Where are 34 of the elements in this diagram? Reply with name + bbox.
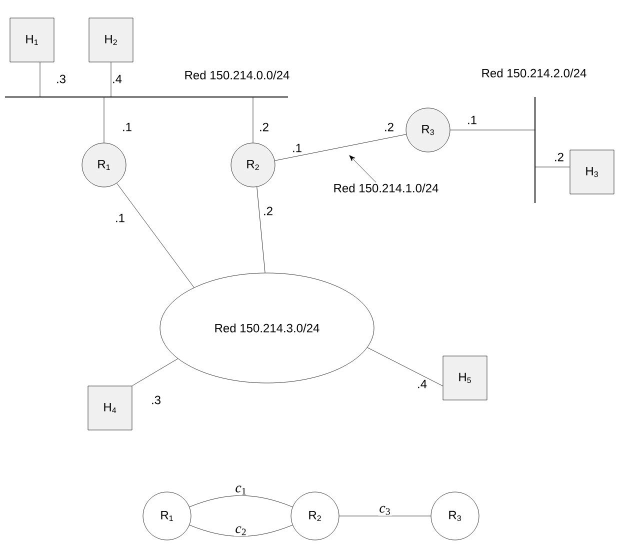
connection-line (252, 96, 254, 143)
interface-label: .2 (385, 122, 394, 132)
host-box: H$_{3}$ (570, 150, 614, 194)
edge-label: c$_{2}$ (236, 526, 246, 536)
connection-line (110, 62, 112, 98)
connection-line (534, 166, 570, 168)
host-box: H$_{2}$ (88, 18, 134, 62)
network-label: Red 150.214.0.0/24 (185, 70, 290, 80)
interface-label: .1 (116, 214, 124, 222)
connection-line (189, 495, 293, 508)
leader-arrow (349, 155, 376, 183)
interface-label: .3 (57, 74, 66, 84)
interface-label: .2 (555, 152, 564, 162)
interface-label: .2 (260, 122, 268, 132)
edge-label: c$_{1}$ (236, 486, 246, 494)
connection-line (274, 134, 406, 161)
connection-line (367, 347, 443, 386)
interface-label: .4 (418, 380, 427, 388)
network-label: Red 150.214.1.0/24 (334, 184, 438, 192)
interface-label: .1 (468, 116, 476, 124)
host-box: H$_{5}$ (442, 356, 488, 400)
interface-label: .1 (293, 144, 302, 152)
interface-label: .3 (152, 396, 160, 404)
interface-label: .4 (113, 74, 122, 84)
connection-line (256, 186, 266, 273)
connection-line (116, 182, 194, 288)
interface-label: .1 (123, 122, 132, 132)
connection-line (189, 524, 293, 537)
connection-line (132, 358, 178, 386)
network-label: Red 150.214.2.0/24 (482, 68, 586, 78)
host-box: H$_{1}$ (10, 18, 54, 62)
host-box: H$_{4}$ (88, 386, 132, 430)
interface-label: .2 (264, 206, 272, 216)
edge-label: c$_{3}$ (380, 506, 390, 515)
